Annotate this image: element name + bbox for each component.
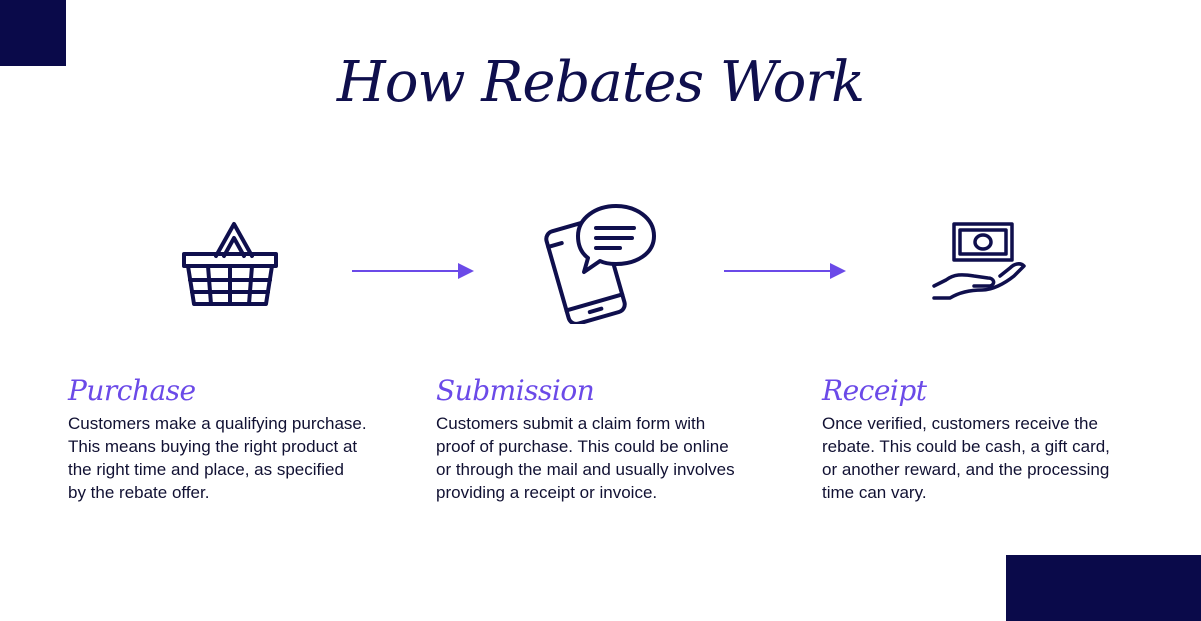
- step-description-line: Once verified, customers receive the: [822, 413, 1098, 433]
- step-heading: Submission: [436, 374, 595, 407]
- step-heading: Purchase: [68, 374, 196, 407]
- corner-decoration-bottom-right: [1006, 555, 1201, 621]
- corner-decoration-top-left: [0, 0, 66, 66]
- hand-money-icon: [930, 218, 1030, 306]
- step-description-line: by the rebate offer.: [68, 482, 210, 502]
- step-description: Once verified, customers receive the reb…: [822, 412, 1152, 504]
- step-purchase: Purchase Customers make a qualifying pur…: [68, 374, 408, 504]
- basket-icon: [180, 214, 280, 310]
- arrow-right-icon: [352, 262, 476, 285]
- step-heading: Receipt: [822, 374, 927, 407]
- step-description-line: or another reward, and the processing: [822, 459, 1110, 479]
- step-description-line: the right time and place, as specified: [68, 459, 344, 479]
- step-description: Customers make a qualifying purchase. Th…: [68, 412, 408, 504]
- step-description-line: time can vary.: [822, 482, 927, 502]
- step-description-line: rebate. This could be cash, a gift card,: [822, 436, 1110, 456]
- step-description-line: or through the mail and usually involves: [436, 459, 735, 479]
- phone-message-icon: [540, 200, 660, 324]
- step-description-line: providing a receipt or invoice.: [436, 482, 658, 502]
- step-description-line: Customers make a qualifying purchase.: [68, 413, 367, 433]
- page-title: How Rebates Work: [336, 50, 865, 115]
- arrow-right-icon: [724, 262, 848, 285]
- step-description-line: Customers submit a claim form with: [436, 413, 706, 433]
- step-receipt: Receipt Once verified, customers receive…: [822, 374, 1152, 504]
- step-description-line: This means buying the right product at: [68, 436, 358, 456]
- step-submission: Submission Customers submit a claim form…: [436, 374, 776, 504]
- step-description: Customers submit a claim form with proof…: [436, 412, 776, 504]
- step-description-line: proof of purchase. This could be online: [436, 436, 729, 456]
